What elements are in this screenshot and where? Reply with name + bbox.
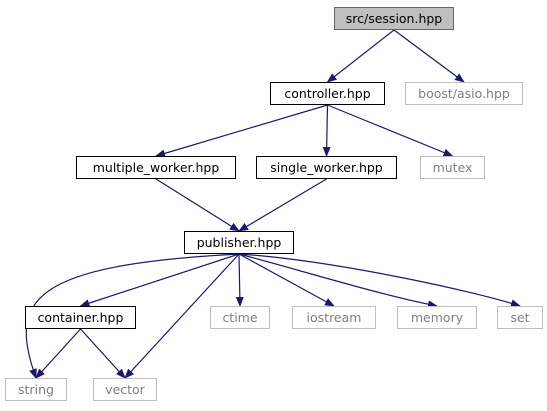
node-controller-hpp[interactable]: controller.hpp (270, 82, 385, 105)
edge-publisher-to-vector (124, 253, 240, 379)
edge-container-to-string (35, 328, 81, 379)
edge-publisher-to-string (25, 253, 240, 379)
edge-publisher-to-memory (238, 253, 438, 309)
node-boost-asio-hpp[interactable]: boost/asio.hpp (405, 82, 523, 105)
edge-controller-to-multiple-worker (155, 104, 328, 158)
edge-publisher-to-iostream (238, 253, 335, 307)
node-mutex[interactable]: mutex (420, 156, 485, 179)
node-string[interactable]: string (5, 378, 67, 401)
node-publisher-hpp[interactable]: publisher.hpp (184, 231, 294, 254)
edge-publisher-to-set (238, 253, 521, 308)
node-multiple-worker-hpp[interactable]: multiple_worker.hpp (76, 156, 236, 179)
node-memory[interactable]: memory (397, 306, 477, 329)
node-single-worker-hpp[interactable]: single_worker.hpp (256, 156, 397, 179)
edge-publisher-to-container (79, 253, 240, 307)
node-vector[interactable]: vector (93, 378, 157, 401)
edge-controller-to-single-worker (322, 104, 331, 157)
edge-session-to-controller (326, 29, 395, 83)
node-container-hpp[interactable]: container.hpp (25, 306, 136, 329)
edge-multiple-worker-to-publisher (155, 178, 240, 232)
edge-session-to-boost-asio (393, 29, 465, 83)
node-ctime[interactable]: ctime (210, 306, 270, 329)
node-set[interactable]: set (497, 306, 543, 329)
edge-publisher-to-ctime (235, 253, 244, 307)
edge-container-to-vector (80, 328, 126, 379)
edge-controller-to-mutex (327, 104, 454, 157)
node-session-hpp[interactable]: src/session.hpp (334, 7, 454, 30)
edge-single-worker-to-publisher (238, 178, 327, 232)
node-iostream[interactable]: iostream (292, 306, 376, 329)
